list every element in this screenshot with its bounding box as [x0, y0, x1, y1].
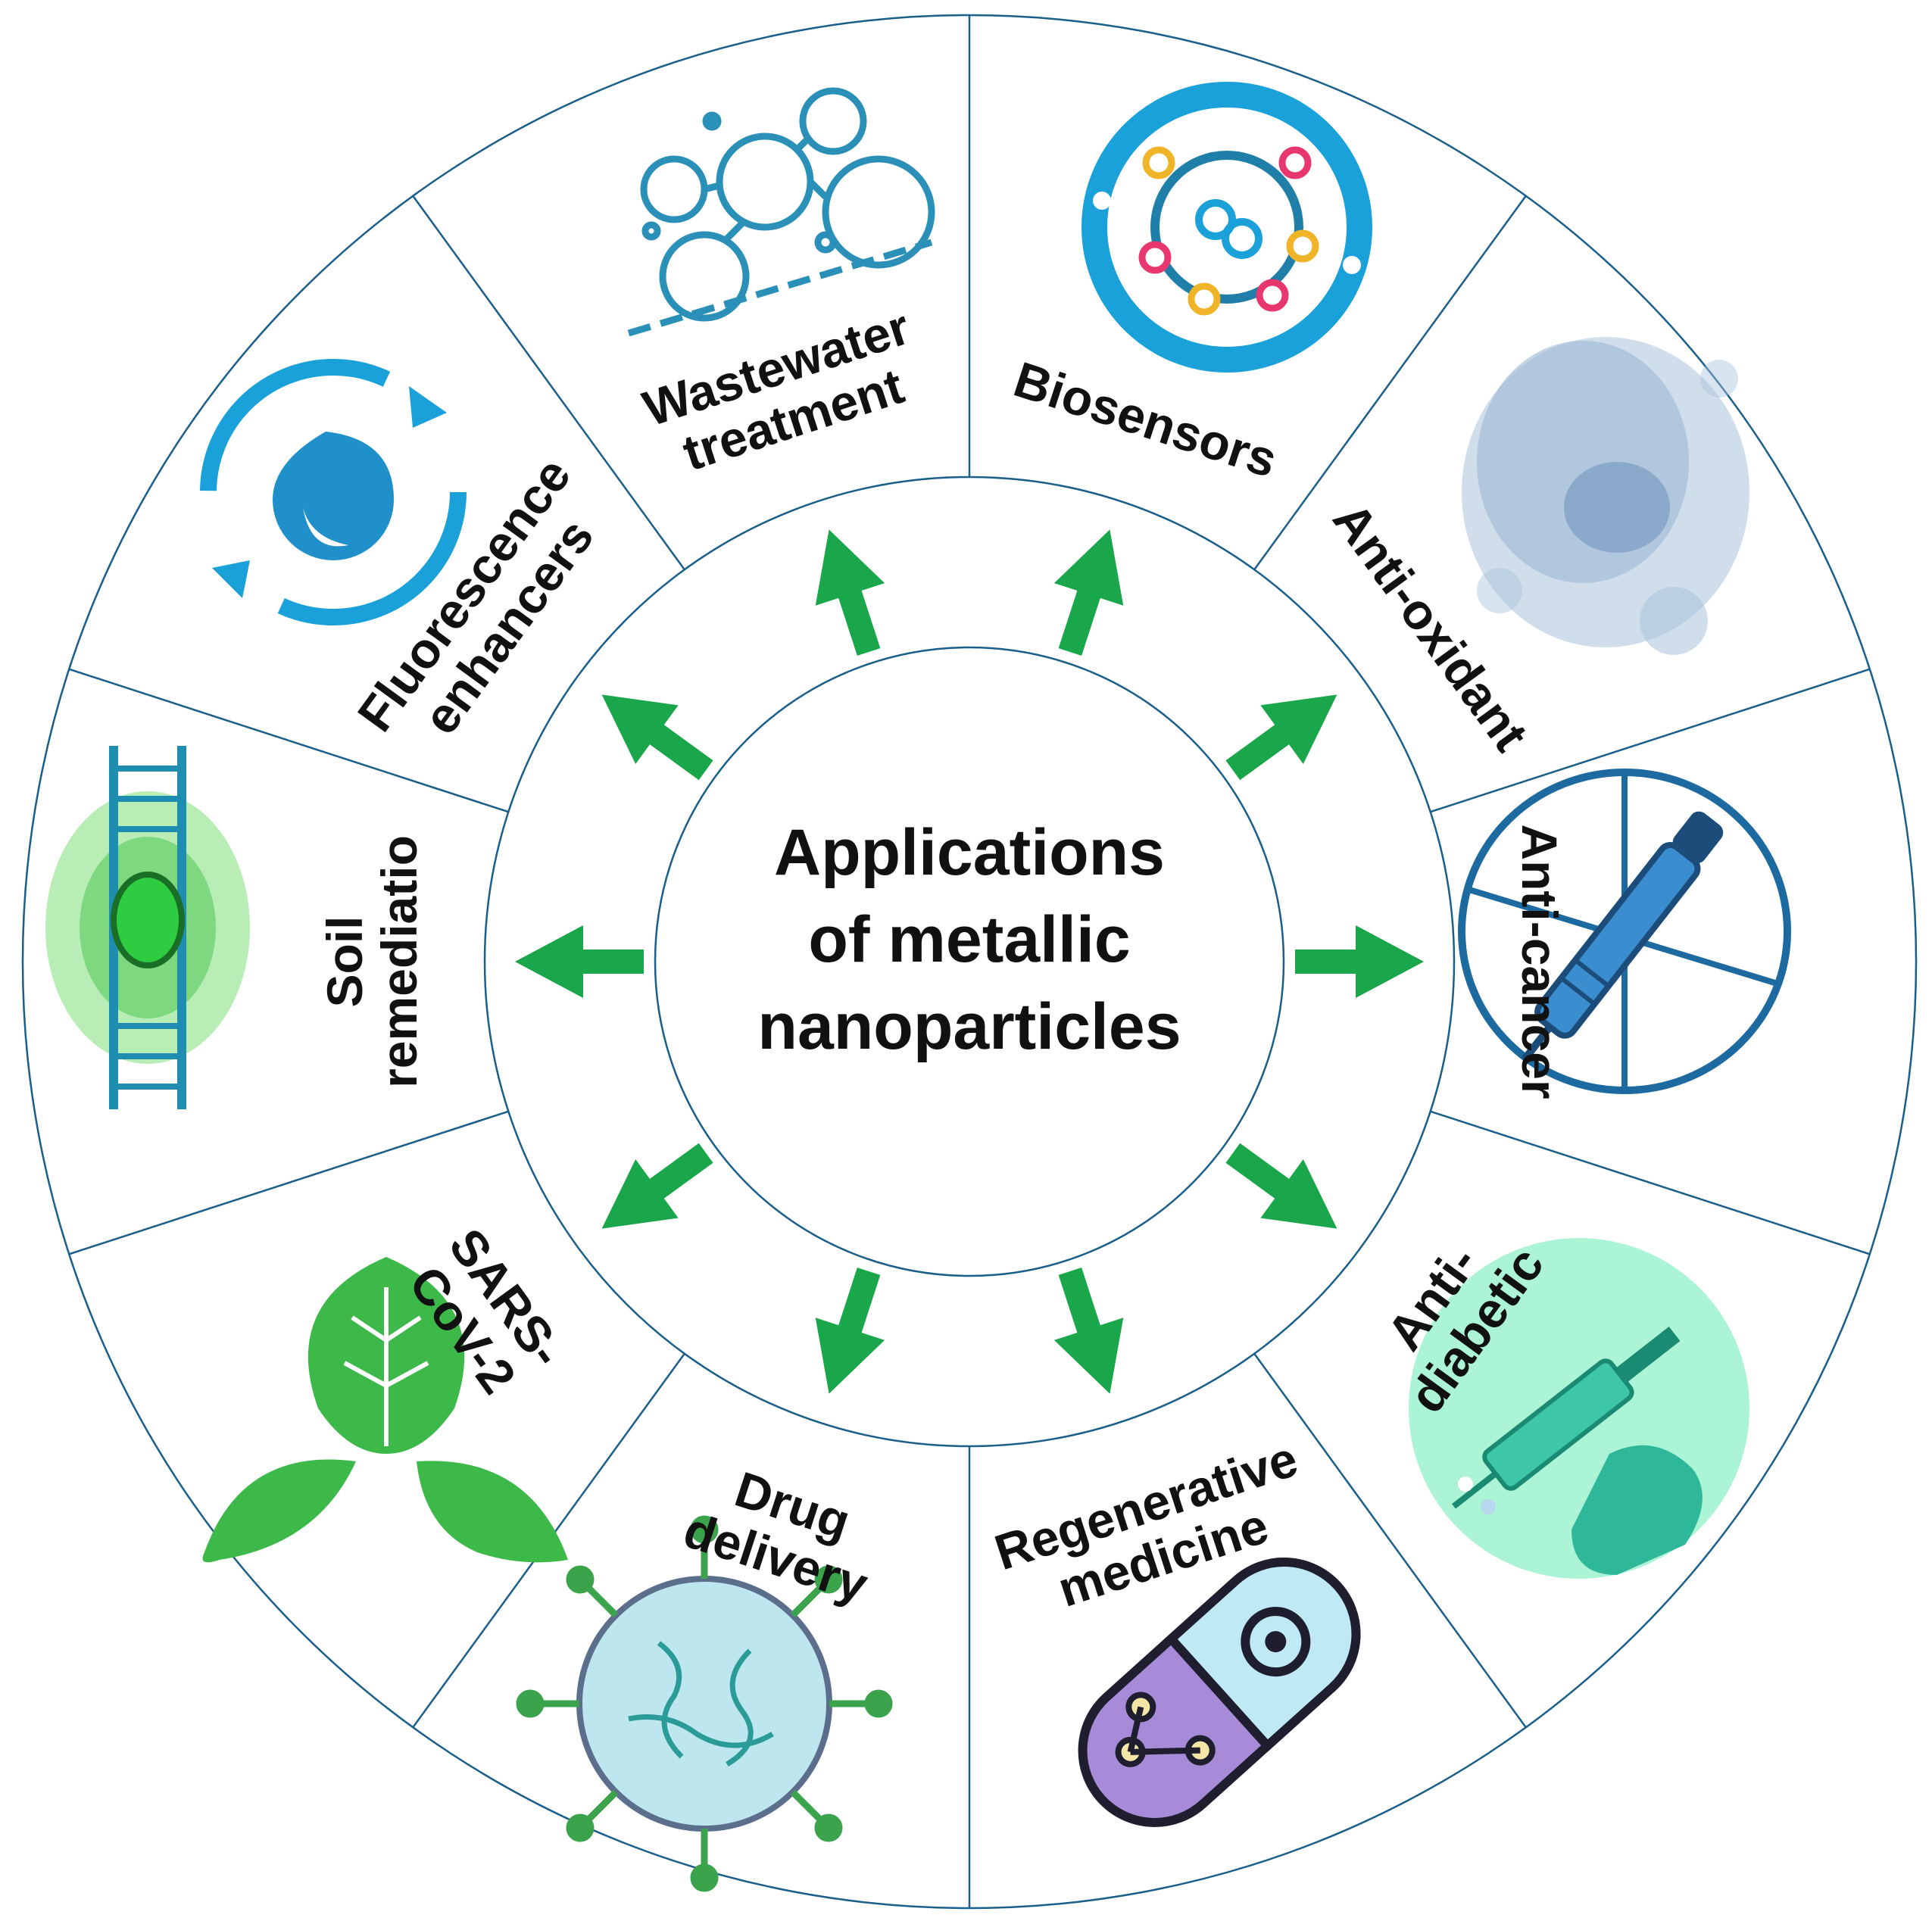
atom-ring-icon: [1081, 82, 1372, 373]
arrows: [515, 529, 1424, 1394]
label-soil-remediation-line-2: remediatio: [371, 835, 427, 1088]
arrow-regenerative-medicine: [1053, 1268, 1124, 1394]
insulin-pen-icon: [1458, 769, 1791, 1094]
cancer-cell-icon: [1462, 337, 1749, 655]
leaves-icon: [202, 1257, 568, 1563]
capsule-gear-icon: [1078, 1558, 1361, 1827]
syringe-hand-icon: [1409, 1238, 1749, 1579]
label-anti-cancer: Anti-cancer: [1512, 824, 1568, 1099]
segment-divider: [1430, 668, 1871, 813]
center-title-line-1: Applications: [774, 816, 1165, 889]
arrow-anti-diabetic: [1225, 1143, 1337, 1229]
segment-divider: [1430, 1110, 1871, 1255]
arrow-wastewater-treatment: [815, 529, 885, 656]
network-bubbles-icon: [627, 87, 935, 337]
segment-divider: [68, 668, 509, 813]
water-cycle-icon: [200, 359, 467, 625]
center-title: Applications of metallic nanoparticles: [757, 816, 1181, 1063]
arrow-drug-delivery: [815, 1268, 885, 1394]
wheel-frame: [21, 14, 1918, 1910]
segment-divider: [1253, 195, 1527, 570]
center-circle: [654, 646, 1285, 1277]
virus-icon: [516, 1515, 893, 1892]
segment-divider: [1253, 1353, 1527, 1729]
center-title-line-3: nanoparticles: [757, 990, 1181, 1063]
arrow-fluorescence-enhancers: [601, 694, 713, 781]
arrow-sars-cov-2: [601, 1143, 713, 1229]
arrow-biosensors: [1053, 529, 1124, 656]
label-anti-cancer-line-1: Anti-cancer: [1512, 824, 1568, 1099]
segment-divider: [68, 1110, 509, 1255]
center-title-line-2: of metallic: [808, 903, 1130, 976]
segment-dividers: [68, 15, 1871, 1908]
arrow-soil-remediation: [515, 925, 644, 998]
label-soil-remediation-line-1: Soil: [317, 915, 373, 1007]
segment-divider: [412, 195, 685, 570]
dna-fluorescence-icon: [45, 746, 250, 1109]
arrow-anti-oxidant: [1225, 694, 1337, 781]
arrow-anti-cancer: [1295, 925, 1424, 998]
